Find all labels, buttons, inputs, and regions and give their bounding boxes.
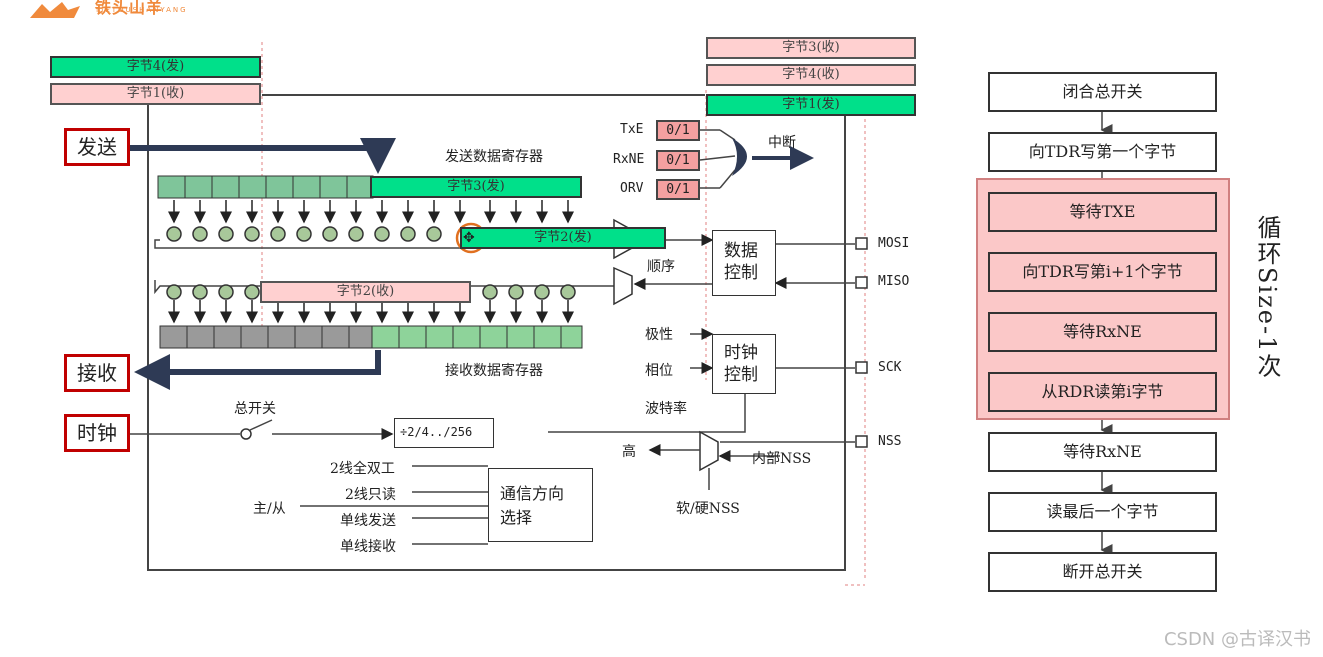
polarity-label: 极性 (645, 327, 673, 343)
flow-step-7: 等待RxNE (988, 432, 1217, 472)
divider-label: ÷2/4../256 (400, 425, 473, 439)
comm-direction-label: 通信方向 选择 (500, 484, 565, 527)
goat-logo-icon (30, 2, 80, 18)
shift-byte2-send-box: 字节2(发) (460, 227, 666, 249)
flow-step-2: 向TDR写第一个字节 (988, 132, 1217, 172)
high-label: 高 (622, 444, 636, 460)
baud-label: 波特率 (645, 401, 687, 417)
divider-box (394, 418, 494, 448)
mode-full-duplex: 2线全双工 (330, 461, 395, 477)
logo-subtitle: TIETOUSHANYANG (95, 6, 188, 14)
logo-text: 铁头山羊 (95, 0, 164, 17)
data-control-box (712, 230, 776, 296)
byte1-recv-box: 字节1(收) (50, 83, 261, 105)
flag-txe-label: TxE (620, 122, 644, 137)
flag-txe-value: 0/1 (656, 120, 700, 141)
move-cursor-icon: ✥ (463, 230, 475, 246)
pin-sck: SCK (878, 360, 902, 375)
flow-step-3: 等待TXE (988, 192, 1217, 232)
mode-single-receive: 单线接收 (340, 539, 396, 555)
byte3-recv-box: 字节3(收) (706, 37, 916, 59)
pin-miso: MISO (878, 274, 910, 289)
receive-label: 接收 (64, 354, 130, 392)
flow-step-5: 等待RxNE (988, 312, 1217, 352)
soft-hard-nss-label: 软/硬NSS (676, 501, 740, 517)
flow-step-1: 闭合总开关 (988, 72, 1217, 112)
master-switch-label: 总开关 (234, 401, 276, 417)
flow-step-6: 从RDR读第i字节 (988, 372, 1217, 412)
pin-mosi: MOSI (878, 236, 910, 251)
mode-single-send: 单线发送 (340, 513, 396, 529)
flag-orv-label: ORV (620, 181, 644, 196)
order-label: 顺序 (647, 259, 675, 275)
interrupt-label: 中断 (768, 135, 796, 151)
clock-control-label: 时钟 控制 (724, 343, 758, 385)
byte4-send-box: 字节4(发) (50, 56, 261, 78)
loop-label: 循环Size-1次 (1253, 215, 1281, 380)
master-slave-label: 主/从 (253, 501, 286, 517)
flow-step-4: 向TDR写第i+1个字节 (988, 252, 1217, 292)
send-label: 发送 (64, 128, 130, 166)
watermark: CSDN @古译汉书 (1163, 629, 1311, 650)
tdr-byte3-box: 字节3(发) (370, 176, 582, 198)
rx-register-title: 接收数据寄存器 (445, 363, 543, 379)
flag-rxne-label: RxNE (613, 152, 645, 167)
pin-nss: NSS (878, 434, 902, 449)
phase-label: 相位 (645, 363, 673, 379)
logo (28, 0, 218, 20)
mode-receive-only: 2线只读 (345, 487, 396, 503)
comm-direction-box (488, 468, 593, 542)
tx-register-title: 发送数据寄存器 (445, 149, 543, 165)
flow-step-9: 断开总开关 (988, 552, 1217, 592)
shift-byte2-recv-box: 字节2(收) (260, 281, 471, 303)
byte4-recv-box: 字节4(收) (706, 64, 916, 86)
clock-label: 时钟 (64, 414, 130, 452)
clock-control-box (712, 334, 776, 394)
flag-rxne-value: 0/1 (656, 150, 700, 171)
flag-orv-value: 0/1 (656, 179, 700, 200)
byte1-send-box: 字节1(发) (706, 94, 916, 116)
data-control-label: 数据 控制 (724, 241, 758, 283)
internal-nss-label: 内部NSS (752, 451, 812, 467)
flow-step-8: 读最后一个字节 (988, 492, 1217, 532)
